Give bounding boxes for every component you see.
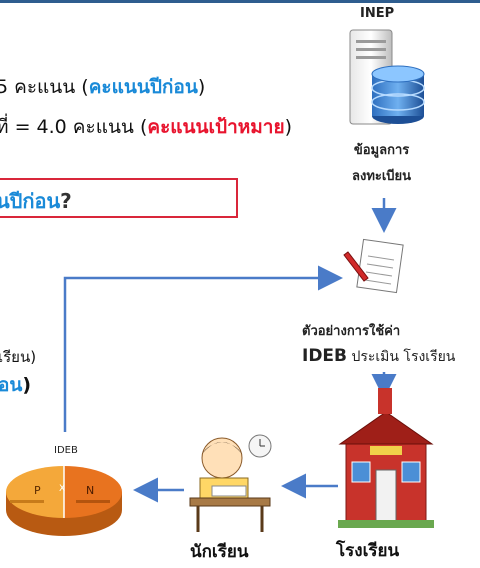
arrow-ideb-to-report	[63, 265, 343, 432]
question-text: นปีก่อน?	[0, 185, 72, 217]
school-label: โรงเรียน	[336, 541, 400, 561]
target-score-line: ที่ = 4.0 คะแนน (คะแนนเป้าหมาย)	[0, 112, 292, 142]
previous-score-suffix: )	[197, 76, 206, 98]
left-text-line4: อน)	[0, 370, 31, 400]
target-score-highlight: คะแนนเป้าหมาย	[147, 116, 285, 138]
student-label: นักเรียน	[190, 542, 249, 562]
previous-score-highlight: คะแนนปีก่อน	[88, 76, 198, 98]
previous-score-prefix: 5 คะแนน (	[0, 76, 89, 98]
question-box: นปีก่อน?	[0, 178, 238, 218]
database-label: ข้อมูลการ ลงทะเบียน	[352, 138, 411, 190]
database-server-icon	[349, 29, 425, 125]
example-label-rest: ประเมิน โรงเรียน	[347, 349, 456, 365]
student-icon	[189, 434, 272, 532]
target-score-suffix: )	[284, 116, 293, 138]
inep-label: INEP	[360, 6, 395, 21]
school-building-icon	[338, 388, 434, 528]
question-mark: ?	[60, 189, 72, 213]
ideb-x-label: X	[59, 484, 66, 494]
ideb-pie-chart	[6, 466, 122, 536]
ideb-bold-label: IDEB	[302, 346, 348, 366]
database-label-line1: ข้อมูลการ	[353, 143, 410, 158]
left-text-highlight: อน	[0, 374, 23, 396]
ideb-n-label: N	[86, 484, 95, 497]
example-label-line2: IDEB ประเมิน โรงเรียน	[302, 346, 455, 368]
question-highlight: นปีก่อน	[0, 189, 61, 213]
ideb-p-label: P	[34, 484, 41, 497]
report-paper-icon	[343, 238, 404, 294]
target-score-prefix: ที่ = 4.0 คะแนน (	[0, 116, 148, 138]
left-text-suffix: )	[22, 374, 32, 396]
database-label-line2: ลงทะเบียน	[352, 169, 412, 184]
example-label-line1: ตัวอย่างการใช้ค่า	[302, 324, 401, 339]
top-border	[0, 0, 480, 3]
previous-score-line: 5 คะแนน (คะแนนปีก่อน)	[0, 72, 205, 102]
left-text-line3: เรียน)	[0, 348, 37, 366]
ideb-chart-title: IDEB	[54, 445, 78, 456]
